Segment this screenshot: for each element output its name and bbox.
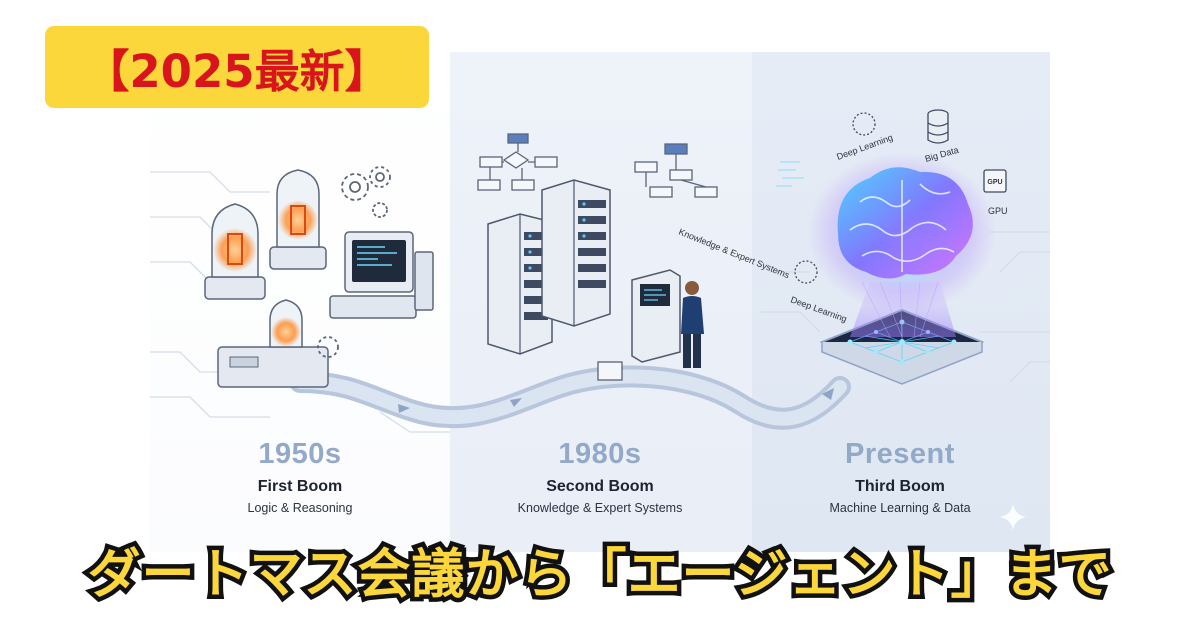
era-third-boom: Present Third Boom Machine Learning & Da…: [750, 437, 1050, 516]
flowchart-icon: [477, 133, 718, 198]
database-icon: [927, 109, 949, 144]
sparkle-icon: [1000, 504, 1026, 530]
retro-computer-icon: [329, 231, 434, 319]
person-at-terminal-icon: [597, 269, 704, 381]
gear-icon: [317, 166, 391, 358]
era-description: Knowledge & Expert Systems: [517, 501, 683, 515]
era-name: First Boom: [257, 478, 343, 495]
gpu-chip-icon: GPU: [983, 169, 1007, 193]
vacuum-tube-icon: [217, 299, 329, 388]
vacuum-tube-icon: [269, 169, 327, 270]
era-year: 1950s: [258, 438, 342, 470]
badge-text: 【2025最新】: [84, 44, 390, 98]
headline-text: ダートマス会議から「エージェント」まで: [83, 540, 1116, 610]
era-description: Logic & Reasoning: [247, 501, 353, 515]
knowledge-label: Knowledge & Expert Systems: [677, 227, 791, 281]
gpu-label: GPU: [988, 206, 1008, 216]
vacuum-tube-icon: [204, 203, 266, 300]
era-year: Present: [845, 438, 955, 470]
glowing-brain-icon: [807, 152, 997, 312]
server-rack-icon: [487, 179, 611, 355]
era-name: Third Boom: [855, 478, 945, 495]
era-second-boom: 1980s Second Boom Knowledge & Expert Sys…: [450, 437, 750, 516]
timeline-illustration: Knowledge & Expert Systems: [150, 52, 1050, 552]
svg-text:GPU: GPU: [987, 179, 1002, 186]
badge: 【2025最新】: [45, 26, 429, 108]
headline: ダートマス会議から「エージェント」まで: [0, 532, 1200, 610]
era-description: Machine Learning & Data: [829, 501, 971, 515]
era-year: 1980s: [558, 438, 642, 470]
era-first-boom: 1950s First Boom Logic & Reasoning: [150, 437, 450, 516]
era-name: Second Boom: [546, 478, 654, 495]
deep-learning-side-label: Deep Learning: [789, 294, 848, 324]
illustration-art: Knowledge & Expert Systems: [150, 109, 1050, 433]
